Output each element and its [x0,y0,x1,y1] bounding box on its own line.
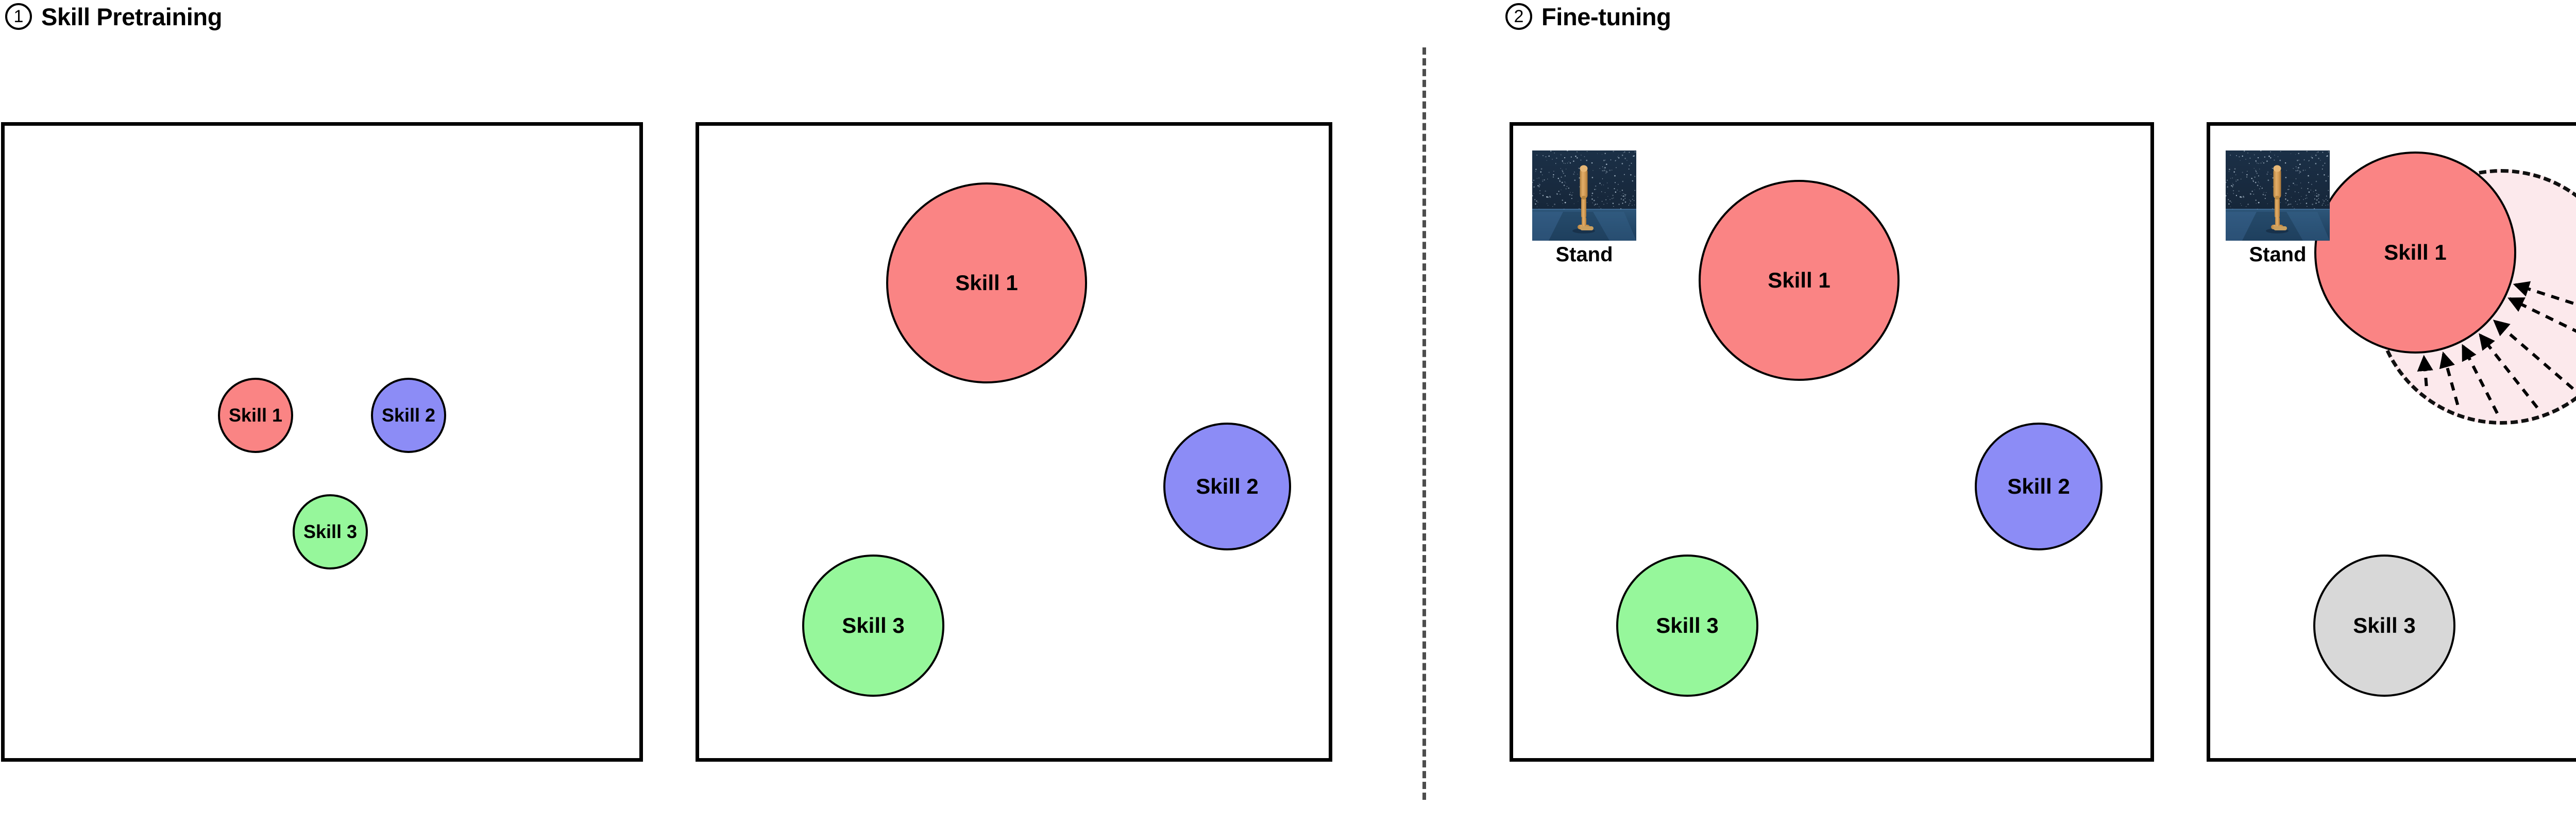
section-divider-dashed-line [1422,47,1426,800]
skill-circle-label: Skill 1 [955,271,1018,295]
skill-circle-label: Skill 2 [381,405,436,426]
panel-overlapping-skills: Skill 1 Skill 2 Skill 3 [1,122,643,762]
panel-separated-skills: Skill 1 Skill 2 Skill 3 [696,122,1332,762]
stand-task-thumbnail-group: Stand [2226,150,2330,265]
section-title-finetuning: Fine-tuning [1541,3,1671,30]
skill-circle-skill3: Skill 3 [293,494,368,569]
section-header-finetuning: 2 Fine-tuning [1505,3,1671,30]
stand-task-image [1532,150,1636,241]
skill-circle-label: Skill 3 [1656,613,1719,637]
step-number-badge-2: 2 [1505,3,1532,30]
skill-circle-skill2: Skill 2 [1975,423,2103,550]
skill-circle-skill3: Skill 3 [802,555,944,697]
skill-circle-label: Skill 2 [1196,474,1259,498]
skill-circle-skill1: Skill 1 [218,378,293,453]
section-header-pretraining: 1 Skill Pretraining [5,3,222,30]
stand-task-image [2226,150,2330,241]
panel-skills-with-target-task: Skill 1 Skill 2 Skill 3 Stand [1510,122,2154,762]
skill-circle-label: Skill 3 [303,521,358,542]
skill-circle-label: Skill 1 [228,405,283,426]
skill-circle-label: Skill 3 [842,613,905,637]
stand-task-render [1532,150,1636,241]
step-number-badge-1: 1 [5,3,32,30]
skill-circle-skill3: Skill 3 [2313,555,2455,697]
skill-circle-label: Skill 2 [2007,474,2070,498]
stand-task-label: Stand [1555,243,1613,266]
stand-task-render [2226,150,2330,241]
skill-circle-skill1: Skill 1 [2314,152,2516,354]
skill-circle-label: Skill 1 [2384,240,2447,264]
skill-circle-label: Skill 1 [1768,268,1831,292]
skill-circle-label: Skill 3 [2353,613,2416,637]
skill-circle-skill2: Skill 2 [371,378,446,453]
skill-circle-skill1: Skill 1 [1699,180,1900,381]
section-title-pretraining: Skill Pretraining [41,3,223,30]
skill-circle-skill1: Skill 1 [886,182,1087,383]
skill-circle-skill3: Skill 3 [1616,555,1758,697]
stand-task-thumbnail-group: Stand [1532,150,1636,265]
skill-circle-skill2: Skill 2 [1163,423,1291,550]
stand-task-label: Stand [2249,243,2307,266]
